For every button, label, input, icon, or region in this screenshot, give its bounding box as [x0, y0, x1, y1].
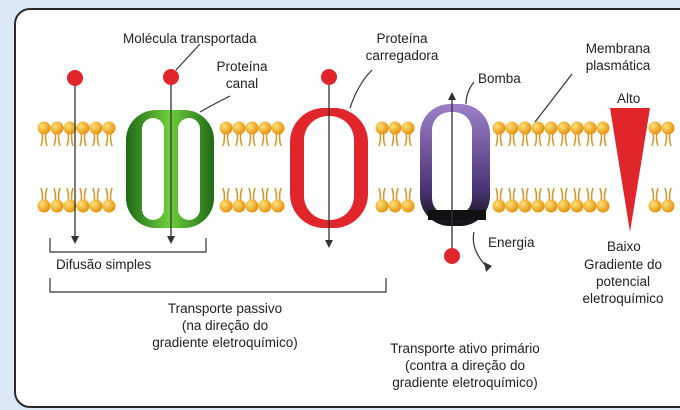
- lipid-head: [571, 200, 584, 213]
- lipid-head: [38, 200, 51, 213]
- lipid-head: [532, 122, 545, 135]
- lipid-head: [558, 200, 571, 213]
- lipid-head: [662, 122, 675, 135]
- lipid-head: [77, 122, 90, 135]
- label-passive-line3: gradiente eletroquímico): [110, 334, 340, 351]
- energy-arrowhead: [484, 262, 492, 272]
- label-molecule: Molécula transportada: [123, 30, 257, 47]
- lipid-head: [233, 122, 246, 135]
- label-active-line1: Transporte ativo primário: [348, 340, 582, 357]
- lipid-head: [571, 122, 584, 135]
- label-low: Baixo: [607, 238, 641, 255]
- label-carrier-line2: carregadora: [352, 47, 452, 64]
- lipid-head: [90, 200, 103, 213]
- lipid-head: [376, 122, 389, 135]
- lipid-head: [649, 122, 662, 135]
- lipid-head: [506, 200, 519, 213]
- lipid-head: [584, 200, 597, 213]
- lipid-head: [584, 122, 597, 135]
- label-active-line3: gradiente eletroquímico): [348, 374, 582, 391]
- lipid-head: [519, 200, 532, 213]
- lipid-head: [51, 122, 64, 135]
- label-gradient-line2: potencial: [566, 273, 680, 290]
- lipid-head: [545, 200, 558, 213]
- lipid-head: [220, 122, 233, 135]
- lipid-head: [51, 200, 64, 213]
- label-membrane-line2: plasmática: [566, 57, 670, 74]
- lipid-head: [558, 122, 571, 135]
- lipid-head: [649, 200, 662, 213]
- label-membrane-line1: Membrana: [566, 40, 670, 57]
- label-carrier-protein: Proteína carregadora: [352, 30, 452, 64]
- lipid-head: [233, 200, 246, 213]
- pump-protein: [420, 104, 490, 226]
- lipid-head: [597, 122, 610, 135]
- lipid-head: [246, 200, 259, 213]
- label-channel-line2: canal: [212, 75, 272, 92]
- lipid-head: [90, 122, 103, 135]
- lipid-head: [662, 200, 675, 213]
- lipid-head: [103, 200, 116, 213]
- label-active-transport: Transporte ativo primário (contra a dire…: [348, 340, 582, 391]
- label-high: Alto: [617, 90, 640, 107]
- gradient-arrow: [610, 108, 650, 232]
- lipid-head: [246, 122, 259, 135]
- lipid-head: [493, 122, 506, 135]
- lipid-head: [77, 200, 90, 213]
- label-energy: Energia: [488, 234, 535, 251]
- lipid-head: [103, 122, 116, 135]
- channel-protein: [126, 110, 214, 228]
- lipid-head: [259, 122, 272, 135]
- label-membrane: Membrana plasmática: [566, 40, 670, 74]
- lipid-head: [493, 200, 506, 213]
- transported-molecules: [67, 69, 460, 264]
- label-carrier-line1: Proteína: [352, 30, 452, 47]
- lipid-head: [389, 200, 402, 213]
- lipid-head: [38, 122, 51, 135]
- lipid-head: [402, 200, 415, 213]
- label-passive-line2: (na direção do: [110, 317, 340, 334]
- label-channel-line1: Proteína: [212, 58, 272, 75]
- lipid-head: [220, 200, 233, 213]
- lipid-head: [597, 200, 610, 213]
- lipid-head: [506, 122, 519, 135]
- label-gradient: Gradiente do potencial eletroquímico: [566, 256, 680, 307]
- lipid-head: [532, 200, 545, 213]
- label-pump: Bomba: [478, 70, 521, 87]
- lipid-head: [389, 122, 402, 135]
- label-active-line2: (contra a direção do: [348, 357, 582, 374]
- label-passive-transport: Transporte passivo (na direção do gradie…: [110, 300, 340, 351]
- lipid-head: [272, 200, 285, 213]
- lipid-head: [376, 200, 389, 213]
- label-gradient-line1: Gradiente do: [566, 256, 680, 273]
- lipid-head: [402, 122, 415, 135]
- label-simple-diffusion: Difusão simples: [56, 256, 151, 273]
- label-passive-line1: Transporte passivo: [110, 300, 340, 317]
- lipid-head: [259, 200, 272, 213]
- lipid-head: [272, 122, 285, 135]
- lipid-head: [545, 122, 558, 135]
- label-gradient-line3: eletroquímico: [566, 290, 680, 307]
- lipid-head: [519, 122, 532, 135]
- label-channel-protein: Proteína canal: [212, 58, 272, 92]
